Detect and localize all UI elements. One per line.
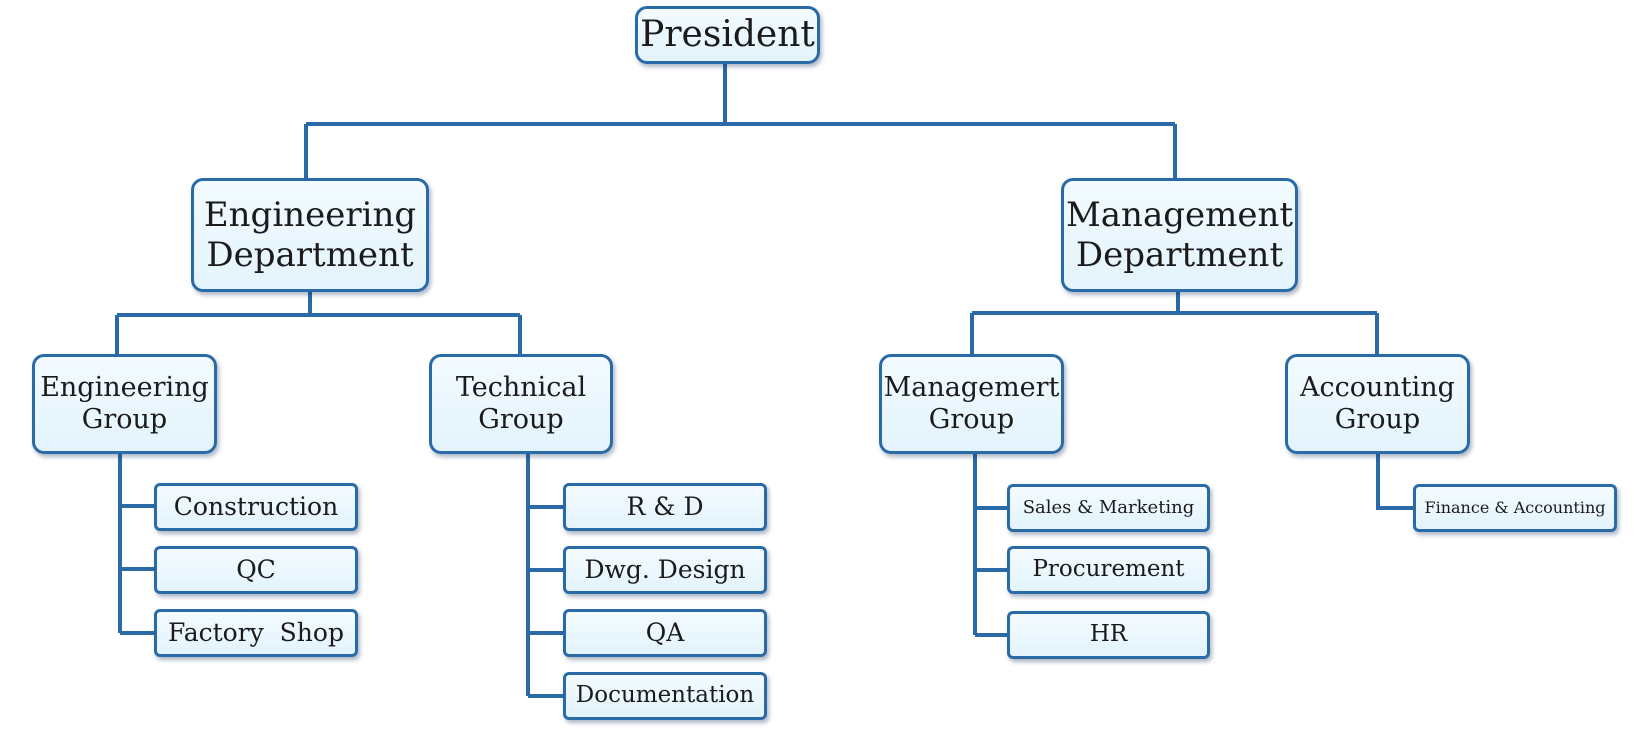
- president-box: President: [635, 6, 820, 64]
- unit-construction: Construction: [154, 483, 358, 531]
- management-group-line2: Group: [928, 404, 1015, 435]
- connector-management-groups: [970, 290, 1379, 356]
- accounting-group-line2: Group: [1334, 404, 1421, 435]
- connector-president-departments: [304, 62, 1177, 178]
- engineering-department-line1: Engineering: [203, 194, 417, 235]
- engineering-group-box: Engineering Group: [32, 354, 217, 454]
- accounting-group-box: Accounting Group: [1285, 354, 1470, 454]
- unit-procurement-label: Procurement: [1032, 556, 1185, 583]
- management-department-line2: Department: [1075, 235, 1284, 275]
- unit-factory-shop-label: Factory Shop: [168, 618, 344, 648]
- connector-technical-group-units: [526, 453, 566, 698]
- connector-engineering-groups: [115, 290, 522, 356]
- unit-finance-accounting-label: Finance & Accounting: [1424, 497, 1606, 517]
- unit-documentation: Documentation: [563, 672, 767, 720]
- engineering-department-box: Engineering Department: [191, 178, 429, 292]
- unit-procurement: Procurement: [1007, 546, 1210, 594]
- unit-qc: QC: [154, 546, 358, 594]
- unit-qa-label: QA: [645, 618, 685, 648]
- unit-r-and-d: R & D: [563, 483, 767, 531]
- management-department-box: Management Department: [1061, 178, 1298, 292]
- connector-accounting-group-unit: [1376, 453, 1416, 510]
- unit-qc-label: QC: [236, 555, 276, 585]
- accounting-group-line1: Accounting: [1300, 372, 1455, 404]
- management-group-line1: Managemert: [883, 372, 1060, 404]
- technical-group-box: Technical Group: [429, 354, 613, 454]
- unit-sales-marketing: Sales & Marketing: [1007, 484, 1210, 532]
- unit-documentation-label: Documentation: [575, 682, 755, 709]
- management-department-line1: Management: [1065, 194, 1294, 235]
- unit-sales-marketing-label: Sales & Marketing: [1022, 497, 1195, 519]
- unit-hr: HR: [1007, 611, 1210, 659]
- engineering-group-line1: Engineering: [40, 372, 209, 404]
- unit-construction-label: Construction: [173, 492, 339, 522]
- unit-dwg-design-label: Dwg. Design: [584, 555, 746, 585]
- unit-hr-label: HR: [1089, 621, 1128, 648]
- connector-engineering-group-units: [118, 453, 157, 635]
- unit-qa: QA: [563, 609, 767, 657]
- unit-r-and-d-label: R & D: [626, 492, 704, 522]
- technical-group-line1: Technical: [455, 372, 587, 404]
- technical-group-line2: Group: [478, 404, 564, 435]
- unit-finance-accounting: Finance & Accounting: [1413, 484, 1617, 532]
- unit-dwg-design: Dwg. Design: [563, 546, 767, 594]
- connector-management-group-units: [973, 453, 1010, 637]
- unit-factory-shop: Factory Shop: [154, 609, 358, 657]
- management-group-box: Managemert Group: [879, 354, 1064, 454]
- engineering-group-line2: Group: [81, 404, 168, 435]
- president-label: President: [640, 13, 815, 55]
- engineering-department-line2: Department: [206, 235, 414, 275]
